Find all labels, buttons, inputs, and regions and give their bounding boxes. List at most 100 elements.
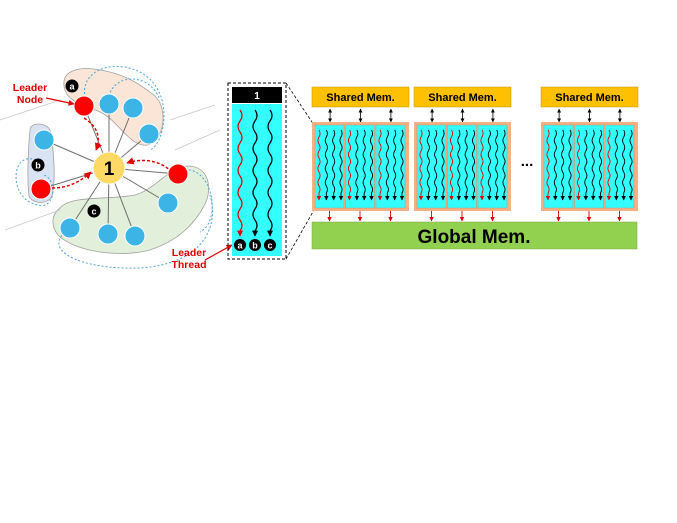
thread-label-c: c: [264, 239, 276, 251]
warp-thread-line: [449, 129, 454, 201]
warp-thread-line: [583, 129, 589, 201]
zoom-line-top: [285, 82, 315, 126]
streaming-multiprocessor: Shared Mem.: [311, 86, 410, 222]
shared-memory-label: Shared Mem.: [326, 92, 394, 104]
node: [157, 192, 179, 214]
warp-thread-line: [621, 129, 626, 201]
warp-thread-line: [479, 129, 485, 201]
group-badge-c: c: [87, 204, 101, 218]
warp-block: [574, 124, 604, 209]
streaming-multiprocessor: Shared Mem.: [413, 86, 512, 222]
global-memory-bar: [311, 221, 638, 250]
thread-line: [252, 109, 258, 237]
svg-text:b: b: [35, 161, 41, 171]
shared-memory-box: [413, 86, 512, 108]
warp-thread-line: [560, 129, 565, 201]
node-leader-c: [167, 163, 189, 185]
thread-block-zoom: 1 a b c: [227, 82, 315, 260]
warp-thread-line: [369, 129, 374, 201]
graph-nodes: [30, 93, 189, 247]
shared-memory-box: [311, 86, 410, 108]
node: [122, 97, 144, 119]
gpu-architecture: Global Mem. ... Shared Mem. Shared Mem. Sh…: [311, 86, 639, 250]
warp-thread-line: [324, 129, 329, 201]
warp-thread-line: [426, 129, 431, 201]
warp-thread-line: [494, 129, 499, 201]
warp-thread-line: [463, 129, 469, 201]
node: [138, 123, 160, 145]
thread-label-b: b: [249, 239, 261, 251]
leader-arrows: [51, 117, 173, 189]
svg-text:c: c: [91, 207, 96, 217]
shared-memory-label: Shared Mem.: [555, 92, 623, 104]
leader-node-pointer: [45, 97, 75, 106]
warp-thread-line: [392, 129, 397, 201]
shared-memory-label: Shared Mem.: [428, 92, 496, 104]
warp-thread-line: [487, 129, 492, 201]
warp-thread-line: [361, 129, 367, 201]
node-leader-b: [30, 178, 52, 200]
warp-thread-line: [377, 129, 383, 201]
thread-line: [237, 109, 243, 237]
warp-thread-line: [385, 129, 390, 201]
warp-thread-line: [399, 129, 405, 201]
svg-text:a: a: [237, 241, 243, 251]
ellipsis: ...: [521, 153, 534, 170]
svg-text:c: c: [267, 241, 272, 251]
node: [33, 129, 55, 151]
warp-block: [416, 124, 447, 209]
warp-thread-line: [316, 129, 322, 201]
warp-thread-line: [567, 129, 573, 201]
node: [98, 93, 120, 115]
thread-line: [267, 109, 273, 237]
warp-thread-line: [628, 129, 634, 201]
group-badge-b: b: [31, 158, 45, 172]
warp-thread-line: [440, 129, 446, 201]
node-leader-a: [73, 95, 95, 117]
leader-thread-pointer: [204, 244, 233, 261]
group-c-region: [52, 165, 210, 254]
global-memory-label: Global Mem.: [418, 227, 531, 248]
center-node: [92, 151, 126, 185]
warp-thread-line: [433, 129, 438, 201]
svg-text:b: b: [252, 241, 258, 251]
streaming-multiprocessor: Shared Mem.: [540, 86, 639, 222]
warp-block: [447, 124, 477, 209]
warp-thread-line: [331, 129, 336, 201]
warp-thread-line: [576, 129, 581, 201]
warp-thread-line: [418, 129, 424, 201]
warp-block: [375, 124, 406, 209]
warp-thread-line: [545, 129, 551, 201]
shared-memory-box: [540, 86, 639, 108]
warp-thread-line: [598, 129, 603, 201]
warp-thread-line: [347, 129, 352, 201]
warp-block: [314, 124, 345, 209]
node: [97, 223, 119, 245]
thread-block-frame: [227, 82, 287, 260]
group-badge-a: a: [65, 79, 79, 93]
warp-thread-line: [338, 129, 344, 201]
warp-block: [477, 124, 508, 209]
warp-thread-line: [553, 129, 558, 201]
warp-block: [543, 124, 574, 209]
warp-thread-line: [606, 129, 612, 201]
warp-thread-line: [456, 129, 462, 201]
warp-block: [345, 124, 375, 209]
center-node-label: 1: [104, 159, 115, 180]
warp-thread-line: [354, 129, 360, 201]
zoom-line-bottom: [285, 209, 315, 260]
thread-label-a: a: [234, 239, 246, 251]
svg-text:a: a: [69, 82, 75, 92]
thread-block-header-label: 1: [254, 91, 260, 102]
warp-thread-line: [590, 129, 596, 201]
warp-thread-line: [614, 129, 619, 201]
thread-block-header: [232, 87, 282, 103]
node: [124, 225, 146, 247]
background-lines: [0, 99, 221, 231]
thread-wavy-lines: [237, 109, 273, 237]
warp-block: [604, 124, 635, 209]
